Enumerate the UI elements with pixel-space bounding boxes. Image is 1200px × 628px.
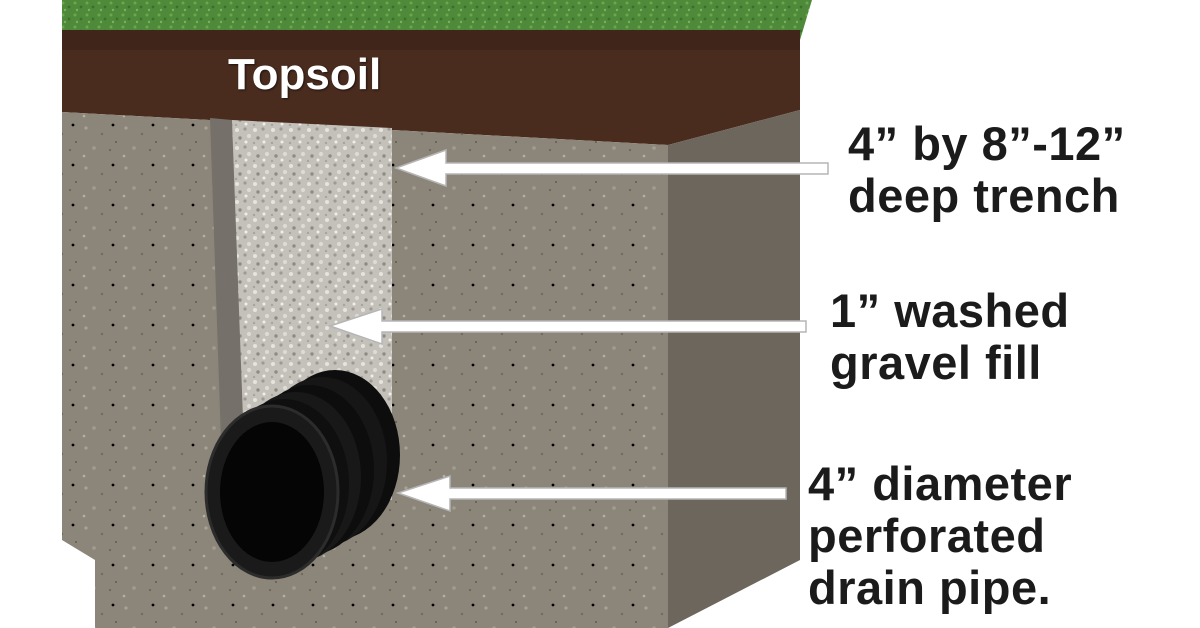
callout-pipe-line-2: perforated [808, 509, 1046, 562]
arrow-trench [393, 148, 829, 188]
trench-wall-shadow [210, 118, 246, 470]
callout-trench-line-1: 4” by 8”-12” [848, 117, 1126, 170]
callout-gravel-line-1: 1” washed [830, 284, 1070, 337]
callout-pipe-line-3: drain pipe. [808, 561, 1052, 614]
drain-pipe [204, 370, 400, 580]
arrow-pipe [395, 474, 787, 513]
arrow-gravel [327, 307, 807, 346]
soil-side-face [668, 110, 800, 628]
topsoil-shade [62, 30, 800, 50]
callout-gravel: 1” washed gravel fill [830, 285, 1070, 389]
topsoil-layer [62, 30, 800, 145]
callout-trench-line-2: deep trench [848, 169, 1120, 222]
callout-pipe-line-1: 4” diameter [808, 457, 1073, 510]
topsoil-label: Topsoil [228, 50, 382, 99]
callout-pipe: 4” diameter perforated drain pipe. [808, 458, 1072, 614]
callout-gravel-line-2: gravel fill [830, 336, 1042, 389]
callout-trench: 4” by 8”-12” deep trench [848, 118, 1126, 222]
